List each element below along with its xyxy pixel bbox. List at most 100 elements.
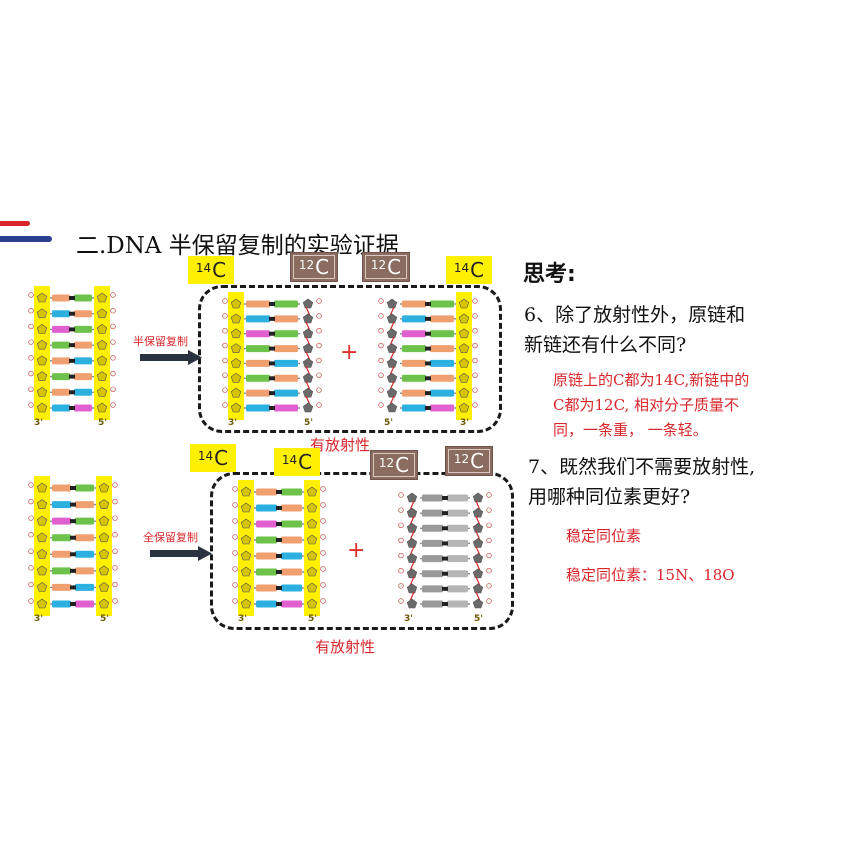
sugar-left (240, 534, 252, 545)
sugar-right (96, 339, 108, 350)
sugar-left (36, 402, 48, 413)
base-right (430, 330, 454, 338)
base-left (402, 300, 426, 308)
new-strand-link (409, 591, 415, 602)
base-right (430, 374, 454, 382)
hydrogen-bond (70, 602, 76, 606)
sugar-right (458, 372, 470, 383)
new-strand-link (305, 395, 311, 406)
base-left (246, 374, 270, 382)
phosphate-right (316, 387, 322, 393)
new-strand-link (409, 561, 415, 571)
hydrogen-bond (276, 554, 282, 558)
hydrogen-bond (70, 568, 76, 573)
base-right (430, 359, 454, 367)
base-left (52, 484, 71, 492)
phosphate-right (316, 342, 322, 349)
phosphate-left (28, 292, 34, 298)
phosphate-left (232, 582, 238, 588)
sugar-right (302, 372, 314, 383)
phosphate-right (472, 298, 478, 304)
phosphate-right (320, 550, 326, 556)
new-strand-link (475, 561, 481, 571)
phosphate-left (28, 370, 34, 377)
phosphate-left (378, 298, 384, 304)
phosphate-right (316, 298, 322, 304)
row2-caption: 有放射性 (315, 638, 376, 656)
sugar-left (406, 583, 418, 594)
base-left (52, 373, 70, 381)
base-right (447, 494, 468, 502)
hydrogen-bond (442, 556, 448, 561)
phosphate-left (28, 339, 34, 345)
new-strand-link (389, 321, 395, 331)
sugar-right (98, 499, 110, 509)
sugar-right (306, 502, 318, 513)
sugar-left (230, 372, 242, 383)
sugar-left (406, 492, 418, 503)
base-left (422, 600, 443, 608)
phosphate-left (398, 537, 404, 544)
phosphate-left (378, 357, 384, 364)
strand-backbone-left (34, 286, 50, 420)
phosphate-right (316, 328, 322, 334)
hydrogen-bond (425, 302, 431, 306)
sugar-right (472, 583, 484, 594)
base-right (74, 404, 92, 412)
phosphate-right (110, 402, 116, 408)
base-left (402, 345, 426, 353)
sugar-left (386, 402, 398, 413)
sugar-left (386, 298, 398, 309)
hydrogen-bond (442, 526, 448, 531)
new-strand-link (475, 500, 481, 511)
sugar-right (306, 550, 318, 561)
base-right (447, 600, 468, 608)
base-right (281, 536, 302, 544)
sugar-right (98, 582, 110, 592)
phosphate-left (28, 355, 34, 361)
row2-arrow-label: 全保留复制 (143, 531, 198, 544)
strand-end-label-left: 3' (404, 614, 413, 624)
sugar-right (302, 343, 314, 353)
phosphate-right (112, 498, 118, 505)
hydrogen-bond (276, 586, 282, 590)
base-left (52, 341, 70, 349)
sugar-left (36, 482, 48, 493)
phosphate-right (110, 308, 116, 314)
base-left (402, 404, 426, 412)
base-right (281, 584, 302, 592)
right-arrow-icon (140, 350, 202, 365)
row1-plus-sign: + (340, 340, 359, 365)
new-strand-link (409, 500, 415, 511)
phosphate-left (222, 328, 228, 334)
new-strand-link (389, 395, 395, 406)
base-right (74, 310, 92, 318)
new-strand-link (409, 546, 415, 556)
strand-backbone-right (96, 476, 112, 616)
sugar-right (98, 482, 110, 493)
row2-daughter-dna-light: 3'5' (398, 492, 492, 624)
phosphate-right (320, 566, 326, 572)
phosphate-right (316, 402, 322, 408)
base-left (52, 550, 71, 558)
phosphate-left (28, 581, 34, 588)
sugar-right (458, 298, 470, 309)
base-right (274, 359, 298, 367)
phosphate-right (472, 387, 478, 393)
sugar-right (458, 328, 470, 339)
base-left (256, 536, 277, 544)
base-right (75, 567, 94, 575)
sugar-left (386, 358, 398, 368)
phosphate-right (472, 328, 478, 334)
sugar-left (36, 292, 48, 303)
phosphate-right (112, 581, 118, 588)
hydrogen-bond (70, 585, 76, 590)
strand-backbone-right (94, 286, 110, 420)
sugar-left (36, 339, 48, 350)
base-left (52, 600, 71, 608)
sugar-right (98, 598, 110, 609)
phosphate-left (232, 502, 238, 508)
strand-end-label-right: 5' (100, 614, 109, 624)
phosphate-left (398, 492, 404, 498)
phosphate-right (316, 357, 322, 364)
